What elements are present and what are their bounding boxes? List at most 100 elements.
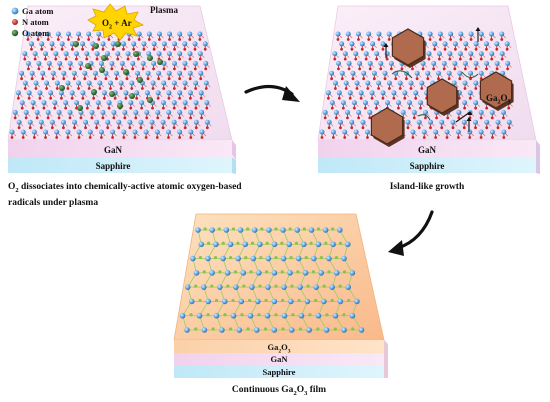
n-atom — [199, 96, 203, 100]
n-atom — [447, 77, 451, 81]
o-atom — [297, 298, 301, 303]
ga-atom — [37, 90, 43, 96]
n-atom — [453, 67, 457, 71]
n-atom — [459, 38, 463, 41]
ga-atom — [184, 284, 191, 290]
ga-atom — [131, 41, 137, 47]
n-atom — [135, 96, 139, 100]
plasma-label: Plasma — [150, 5, 178, 15]
ga-atom — [123, 90, 129, 96]
ga-atom — [44, 80, 50, 86]
n-atom — [40, 47, 44, 51]
ga-atom — [205, 255, 211, 262]
ga-atom — [494, 41, 500, 47]
ga-atom — [395, 100, 401, 106]
ga-atom — [349, 41, 355, 47]
o-atom — [233, 270, 238, 274]
ga-atom — [369, 90, 375, 96]
panel3-block — [173, 213, 388, 378]
n-atom — [495, 67, 499, 71]
n-atom — [62, 126, 65, 130]
o-atom — [338, 284, 342, 288]
ga-atom — [410, 129, 416, 135]
ga-atom — [89, 109, 95, 115]
n-atom — [327, 96, 330, 100]
ga-atom — [416, 119, 422, 125]
ga-atom — [193, 80, 199, 86]
panel1-sapphire-layer — [8, 157, 232, 173]
ga-atom — [484, 60, 490, 66]
ga-atom — [400, 109, 406, 115]
ga-atom — [121, 129, 127, 135]
n-atom — [363, 106, 367, 110]
n-atom — [116, 57, 120, 61]
o-atom — [244, 255, 248, 260]
n-atom — [357, 116, 361, 120]
n-atom — [161, 106, 165, 110]
n-atom — [89, 67, 93, 71]
ga-atom — [294, 227, 301, 233]
n-atom — [366, 87, 370, 90]
n-atom — [131, 67, 135, 71]
plasma-source: O2 + Ar Plasma — [87, 3, 178, 41]
n-atom — [203, 47, 207, 51]
n-atom — [113, 96, 117, 100]
ga-atom — [73, 51, 79, 57]
ga2o3-islands — [370, 27, 514, 147]
ga-atom — [380, 41, 386, 47]
n-atom — [438, 57, 441, 61]
o-atom — [250, 241, 255, 245]
panel2-gan-layer — [318, 140, 536, 157]
ga-atom — [80, 90, 86, 96]
ga-atom — [182, 100, 188, 106]
ga-atom — [120, 41, 126, 47]
n-atom — [167, 96, 171, 100]
ga-atom — [98, 60, 104, 66]
ga-atom — [98, 129, 104, 135]
ga-atom — [256, 270, 262, 276]
ga-atom — [203, 60, 209, 66]
n-atom — [405, 77, 408, 81]
ga-atom — [177, 70, 183, 76]
ga-atom — [468, 31, 474, 37]
o-atom — [308, 313, 312, 317]
ga-atom — [115, 51, 121, 57]
ga-atom — [202, 41, 208, 47]
n-atom — [392, 96, 396, 100]
panel3-top-face — [173, 213, 385, 341]
ga-atom — [304, 298, 311, 305]
ga-atom — [287, 270, 293, 276]
n-atom — [388, 87, 391, 90]
ga-atom — [95, 100, 101, 106]
o-atom — [214, 298, 219, 303]
n-atom — [27, 67, 30, 71]
ga-atom — [271, 241, 278, 248]
n-atom — [72, 77, 76, 81]
ga-atom — [365, 80, 371, 86]
n-atom — [199, 77, 203, 81]
n-atom — [193, 67, 197, 71]
n-atom — [107, 106, 111, 110]
ga-atom — [171, 119, 177, 125]
ga-atom — [141, 41, 147, 47]
ga-atom — [315, 241, 322, 248]
n-atom — [340, 47, 343, 51]
ga-atom — [109, 60, 115, 66]
o-atom — [249, 270, 253, 274]
o-atom — [194, 327, 198, 331]
n-atom — [157, 77, 160, 81]
ga-atom — [101, 90, 107, 96]
n-atom — [41, 77, 45, 81]
n-atom — [100, 136, 103, 139]
ga-atom — [298, 312, 305, 319]
ga-atom — [203, 80, 209, 86]
n-atom — [44, 57, 47, 61]
panel1-sapphire-label: Sapphire — [96, 161, 131, 171]
n-atom — [136, 57, 140, 61]
plasma-burst-icon — [87, 3, 145, 41]
n-atom — [464, 47, 468, 51]
n-atom — [347, 67, 351, 71]
arrow-right-head-icon — [282, 86, 300, 102]
ga-atom — [295, 255, 302, 262]
